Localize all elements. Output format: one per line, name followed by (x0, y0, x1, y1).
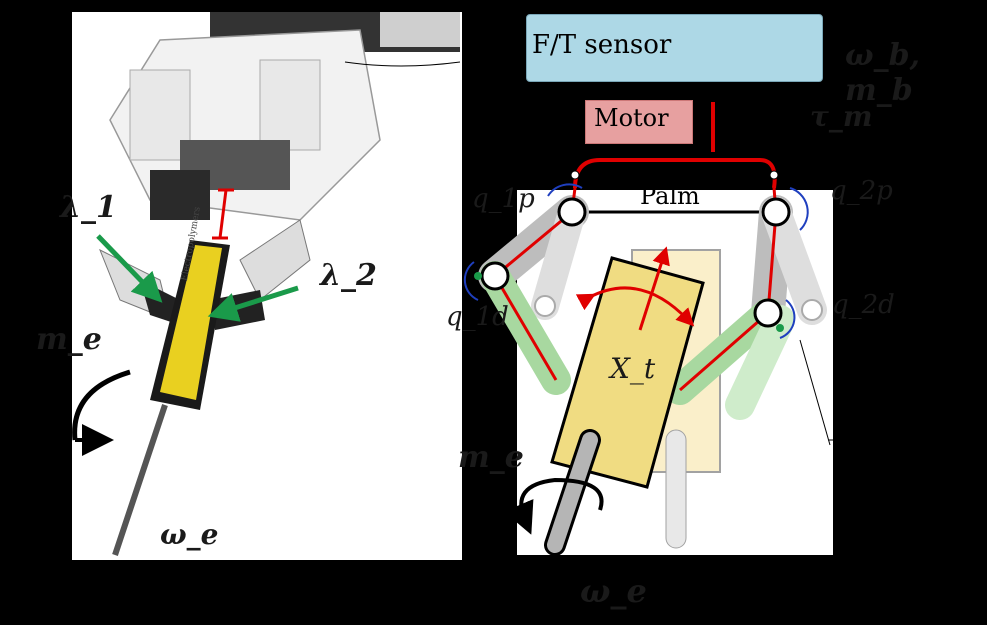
motor-box (585, 100, 693, 144)
ft-sensor-label: F/T sensor (532, 30, 672, 60)
q1d-label: q_1d (446, 302, 509, 332)
motor-label: Motor (594, 104, 669, 132)
omega-e-left-label: ω_e (160, 518, 219, 551)
q1p-label: q_1p (472, 184, 535, 214)
q2p-label: q_2p (830, 176, 893, 206)
joint-springs (463, 183, 809, 339)
palm-label: Palm (640, 182, 700, 210)
tendon-routing (570, 102, 779, 189)
lambda-2-label: λ_2 (320, 258, 377, 293)
m-e-left-label: m_e (36, 322, 102, 357)
ft-sensor-box (526, 14, 823, 82)
omega-e-right-label: ω_e (580, 572, 647, 610)
callout-line (799, 339, 831, 446)
lambda-1-label: λ_1 (60, 190, 117, 225)
tau-m-label: τ_m (810, 100, 873, 133)
robot-gripper-illustration (72, 12, 461, 556)
object-xt-label: X_t (610, 352, 656, 385)
omega-b-m-b-label: ω_b, m_b (845, 38, 920, 108)
q2d-label: q_2d (832, 290, 895, 320)
joints (474, 197, 823, 332)
end-effector-rotation-arrow (503, 477, 604, 535)
object-rotation-arrows (575, 246, 695, 331)
m-e-right-label: m_e (458, 440, 524, 475)
